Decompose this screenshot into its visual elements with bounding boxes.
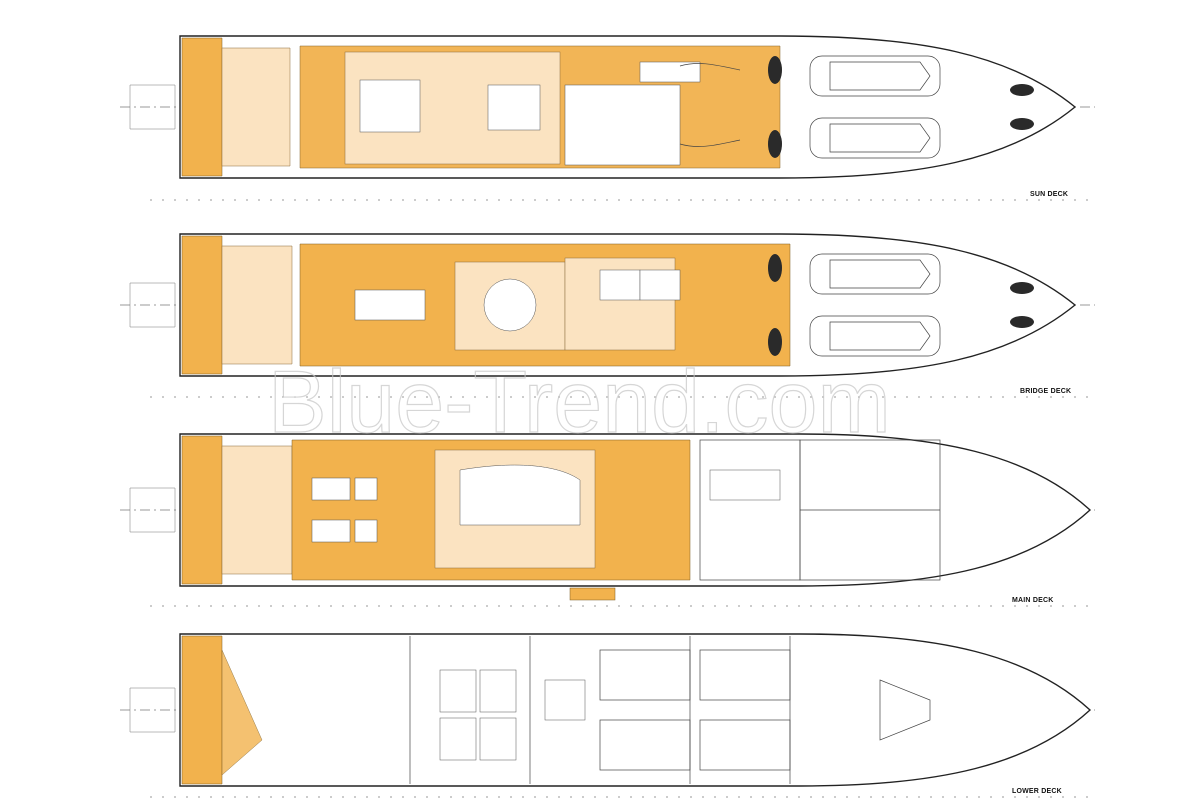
deck-label-bridge: BRIDGE DECK: [1020, 388, 1071, 395]
bridge-tender-boats: [768, 253, 1034, 357]
engine-room: [439, 669, 517, 761]
deck-label-sun: SUN DECK: [1030, 191, 1068, 198]
sun-tender-boats: [768, 55, 1034, 159]
deck-lower: LOWER DECK: [120, 633, 1095, 798]
guest-cabins: [544, 649, 791, 771]
deck-label-main: MAIN DECK: [1012, 597, 1053, 604]
watermark: Blue-Trend.com: [268, 352, 891, 451]
lower-deck-outline: [179, 633, 1092, 787]
deck-label-lower: LOWER DECK: [1012, 788, 1062, 795]
deck-main: MAIN DECK: [120, 433, 1095, 607]
deck-sun: SUN DECK: [120, 35, 1095, 201]
deck-bridge: BRIDGE DECK: [120, 233, 1095, 398]
